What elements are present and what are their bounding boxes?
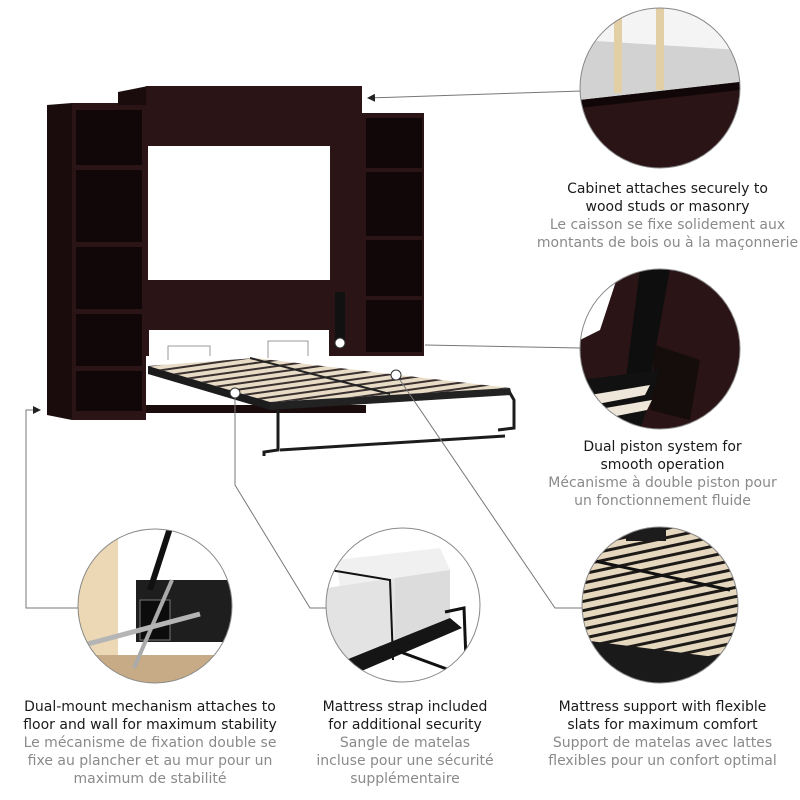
connector-slats (399, 379, 582, 609)
caption-fr-line: montants de bois ou à la maçonnerie (536, 235, 799, 251)
caption-flexible-slats: Mattress support with flexible slats for… (525, 698, 800, 770)
piston (335, 292, 345, 347)
connector-lines (25, 90, 583, 609)
hotspot-piston[interactable] (334, 337, 346, 349)
connector-mount (25, 406, 78, 609)
caption-fr-line: Mécanisme à double piston pour (548, 475, 777, 491)
caption-en-line: Mattress strap included (322, 699, 488, 715)
caption-en-line: Dual-mount mechanism attaches to (24, 699, 276, 715)
slats-closeup (581, 526, 739, 684)
caption-fr-line: Le caisson se fixe solidement aux (549, 217, 786, 233)
caption-fr-line: fixe au plancher et au mur pour un (27, 753, 273, 769)
caption-mattress-strap: Mattress strap included for additional s… (295, 698, 515, 788)
caption-fr-line: flexibles pour un confort optimal (548, 753, 777, 769)
connector-strap (234, 398, 326, 609)
caption-en-line: floor and wall for maximum stability (23, 717, 277, 733)
caption-fr-line: Support de matelas avec lattes (552, 735, 773, 751)
caption-cabinet-attach: Cabinet attaches securely to wood studs … (535, 180, 800, 252)
caption-fr-line: un fonctionnement fluide (574, 493, 751, 509)
caption-en-line: Cabinet attaches securely to (567, 181, 768, 197)
caption-dual-mount: Dual-mount mechanism attaches to floor a… (5, 698, 295, 788)
caption-en-line: wood studs or masonry (585, 199, 750, 215)
left-storage-tower (47, 103, 146, 420)
caption-fr-line: Sangle de matelas (339, 735, 471, 751)
caption-dual-piston: Dual piston system for smooth operation … (525, 438, 800, 510)
wood-studs-closeup (579, 7, 741, 169)
mount-bracket-closeup (77, 528, 233, 684)
caption-fr-line: supplémentaire (350, 771, 460, 787)
connector-cabinet (367, 90, 583, 102)
mattress-strap-closeup (325, 527, 481, 683)
piston-closeup (579, 268, 741, 430)
center-cabinet (118, 86, 366, 413)
caption-fr-line: Le mécanisme de fixation double se (23, 735, 277, 751)
bed-platform (148, 340, 516, 456)
caption-fr-line: maximum de stabilité (73, 771, 227, 787)
caption-en-line: slats for maximum comfort (567, 717, 758, 733)
caption-en-line: Dual piston system for (583, 439, 742, 455)
caption-en-line: Mattress support with flexible (558, 699, 767, 715)
right-storage-tower (362, 113, 424, 356)
main-murphy-bed-illustration (47, 86, 516, 456)
caption-en-line: for additional security (328, 717, 482, 733)
hotspot-strap[interactable] (229, 387, 241, 399)
connector-piston (424, 344, 581, 349)
caption-en-line: smooth operation (600, 457, 725, 473)
hotspot-slats[interactable] (390, 369, 402, 381)
caption-fr-line: incluse pour une sécurité (316, 753, 494, 769)
